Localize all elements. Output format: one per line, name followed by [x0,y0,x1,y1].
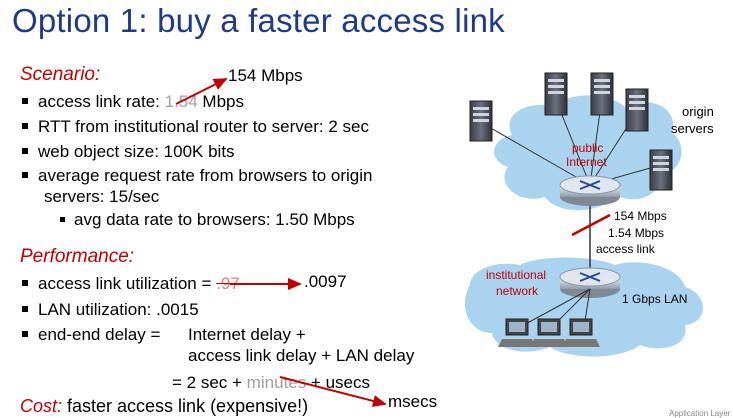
new-speed-label: 154 Mbps [614,209,667,223]
origin-servers-label: origin [682,104,714,119]
bullet-text: access link rate: [38,92,165,111]
new-rate-annotation: 154 Mbps [228,66,303,85]
bullet-icon [22,123,28,129]
delay-line-2: access link delay + LAN delay [188,346,415,365]
delay-line-3-pre: = 2 sec + [172,373,247,392]
access-link-label: access link [596,242,655,256]
cost-text: faster access link (expensive!) [62,396,309,416]
slide-title: Option 1: buy a faster access link [12,2,505,39]
bullet-access-utilization: access link utilization = .97 [22,274,240,294]
bullet-icon [22,172,28,178]
origin-servers-line-1: origin [682,104,714,119]
cost-line: Cost: faster access link (expensive!) [20,396,308,417]
bullet-rtt: RTT from institutional router to server:… [22,117,369,137]
bullet-text-unit: Mbps [197,92,244,111]
delay-change-arrow [279,376,387,407]
bullet-icon [22,98,28,104]
bullet-icon [22,148,28,154]
router-icon [559,175,621,206]
struck-minutes: minutes [246,373,307,392]
delay-line-1: Internet delay + [188,325,306,344]
router-icon [559,267,621,298]
bullet-icon [22,331,28,337]
bullet-text: RTT from institutional router to server:… [38,117,369,136]
bullet-icon [22,280,28,286]
network-diagram [464,72,704,357]
bullet-text: access link utilization = [38,274,217,293]
sub-bullet-icon [60,217,65,222]
footer-label: Application Layer [669,409,731,418]
server-icon [590,72,614,116]
bullet-text: average request rate from browsers to or… [38,166,373,185]
performance-heading: Performance: [20,246,135,267]
scenario-heading: Scenario: [20,64,101,85]
server-icon [544,72,568,116]
struck-old-utilization: .97 [216,274,240,293]
lan-speed-label: 1 Gbps LAN [622,292,688,306]
public-internet-label-1: public [572,141,604,155]
bullet-icon [22,306,28,312]
sub-bullet-text: avg data rate to browsers: 1.50 Mbps [74,210,355,229]
new-utilization: .0097 [304,272,347,291]
origin-servers-label-2: servers [671,121,714,136]
sub-bullet-avg-rate: avg data rate to browsers: 1.50 Mbps [60,210,355,230]
server-icon [625,88,649,132]
bullet-text: end-end delay = [38,325,161,344]
cost-label: Cost: [20,396,63,416]
computer-icon [530,318,568,347]
bullet-text: web object size: 100K bits [38,142,235,161]
computer-icon [562,318,600,347]
server-icon [649,149,673,191]
access-link-upgrade-mark [571,213,611,237]
server-icon [469,100,493,142]
institutional-network-label-2: network [496,284,539,298]
rate-change-arrow [175,78,228,105]
delay-line-3-post: + usecs [306,373,370,392]
bullet-lan-utilization: LAN utilization: .0015 [22,300,199,320]
bullet-object-size: web object size: 100K bits [22,142,235,162]
institutional-network-label-1: institutional [486,268,547,282]
bullet-request-rate: average request rate from browsers to or… [22,166,373,186]
bullet-request-rate-cont: servers: 15/sec [44,187,160,206]
delay-line-3: = 2 sec + minutes + usecs [172,373,370,393]
bullet-end-end-delay: end-end delay = [22,325,160,345]
public-internet-label-2: Internet [566,155,607,169]
new-delay-msecs: msecs [388,392,438,411]
bullet-text: LAN utilization: .0015 [38,300,199,319]
computer-icon [498,318,536,347]
old-speed-label: 1.54 Mbps [608,226,665,240]
